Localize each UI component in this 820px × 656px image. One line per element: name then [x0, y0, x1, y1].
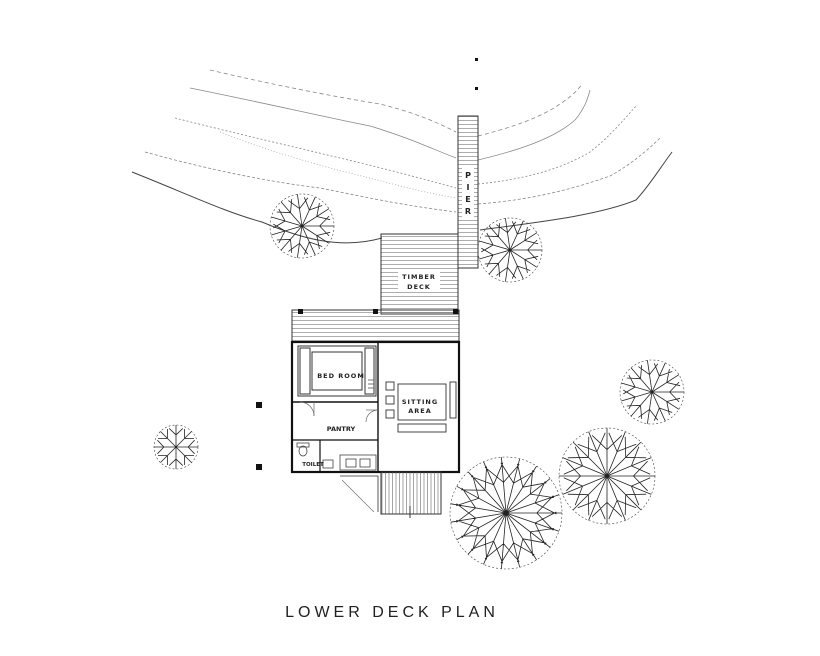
timber-deck: TIMBER DECK	[380, 233, 459, 315]
plan-title: LOWER DECK PLAN	[285, 604, 499, 621]
veranda-deck	[291, 309, 460, 343]
pantry-label: PANTRY	[327, 425, 356, 433]
tree-symbol	[269, 193, 335, 259]
mooring-post	[475, 58, 478, 61]
toilet-fixture	[296, 442, 334, 469]
sitting-area-label: SITTING	[402, 398, 438, 406]
tree-symbol	[619, 359, 685, 425]
timber-deck-label: TIMBER	[402, 273, 436, 281]
terrain-contours	[131, 69, 673, 244]
corner-post	[256, 402, 262, 408]
pier-letter: E	[465, 195, 470, 204]
corner-post	[256, 464, 262, 470]
toilet-label: TOILET	[302, 462, 324, 468]
mooring-post	[475, 87, 478, 90]
tree-symbol	[558, 427, 656, 525]
tree-symbol	[449, 456, 563, 570]
pantry-counter	[339, 454, 377, 471]
sitting-area-label: AREA	[408, 407, 432, 415]
pier-letter: P	[465, 171, 471, 180]
wardrobe	[368, 379, 374, 389]
timber-deck-label: DECK	[407, 283, 431, 291]
tree-symbol	[153, 424, 199, 470]
pier-letter: R	[465, 207, 471, 216]
tree-symbol	[477, 217, 543, 283]
bedroom-label: BED ROOM	[317, 372, 365, 380]
pier-label: P I E R	[462, 168, 474, 218]
door-swings	[299, 401, 379, 423]
pier-letter: I	[467, 183, 470, 192]
sitting-furniture	[385, 381, 457, 433]
trees	[153, 193, 685, 570]
rear-steps	[340, 471, 442, 518]
bed	[297, 345, 377, 397]
